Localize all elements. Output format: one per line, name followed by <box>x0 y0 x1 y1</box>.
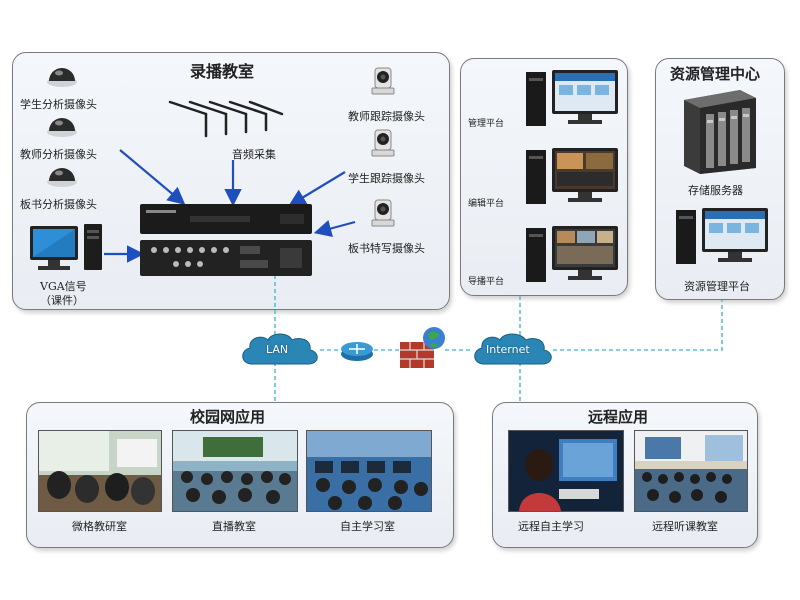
internet-cloud-icon <box>474 333 552 365</box>
microteaching-room-label: 微格教研室 <box>72 520 127 533</box>
microteaching-room-photo <box>38 430 162 512</box>
firewall-icon <box>400 327 445 368</box>
resource-center-title: 资源管理中心 <box>670 65 761 83</box>
ptz-camera-icon <box>371 199 395 227</box>
directing-platform-label: 导播平台 <box>468 277 505 287</box>
board-closeup-camera-label: 板书特写摄像头 <box>348 242 425 255</box>
dome-camera-icon <box>47 68 77 87</box>
teacher-tracking-camera-label: 教师跟踪摄像头 <box>348 110 425 123</box>
lan-cloud-icon <box>242 333 318 365</box>
ptz-camera-icon <box>371 129 395 157</box>
campus-apps-title: 校园网应用 <box>190 408 266 426</box>
arrow-analysis-cameras <box>119 149 186 205</box>
courseware-label: （课件） <box>40 294 84 307</box>
self-study-room-label: 自主学习室 <box>340 520 395 533</box>
dome-camera-icon <box>47 168 77 187</box>
remote-self-study-photo <box>508 430 624 512</box>
vga-signal-label: VGA信号 <box>40 280 87 293</box>
remote-lecture-classroom-photo <box>634 430 748 512</box>
storage-server-icon <box>684 90 756 174</box>
recording-room-title: 录播教室 <box>190 62 255 81</box>
internet-label: Internet <box>486 343 530 356</box>
teacher-analysis-camera-label: 教师分析摄像头 <box>20 148 97 161</box>
ptz-camera-icon <box>371 67 395 95</box>
audio-capture-label: 音频采集 <box>232 148 276 161</box>
workstation-icon <box>526 70 618 126</box>
storage-server-label: 存储服务器 <box>688 184 743 197</box>
workstation-icon <box>526 226 618 282</box>
student-analysis-camera-label: 学生分析摄像头 <box>20 98 97 111</box>
workstation-icon <box>676 208 768 264</box>
management-platform-label: 管理平台 <box>468 119 505 129</box>
student-tracking-camera-label: 学生跟踪摄像头 <box>348 172 425 185</box>
desktop-pc-icon <box>30 224 102 270</box>
remote-lecture-classroom-label: 远程听课教室 <box>652 520 718 533</box>
remote-self-study-label: 远程自主学习 <box>518 520 584 533</box>
arrow-closeup-camera <box>313 220 356 238</box>
dome-camera-icon <box>47 118 77 137</box>
router-icon <box>341 342 373 361</box>
live-classroom-photo <box>172 430 298 512</box>
board-analysis-camera-label: 板书分析摄像头 <box>20 198 97 211</box>
editing-platform-label: 编辑平台 <box>468 199 505 209</box>
resource-platform-label: 资源管理平台 <box>684 280 750 293</box>
live-classroom-label: 直播教室 <box>212 520 256 533</box>
remote-apps-title: 远程应用 <box>588 408 649 426</box>
microphone-array-icon <box>168 100 284 138</box>
arrow-tracking-cameras <box>288 171 346 207</box>
recorder-device <box>140 204 312 276</box>
lan-label: LAN <box>266 343 289 356</box>
link-internet-resource <box>553 300 723 351</box>
self-study-room-photo <box>306 430 432 512</box>
workstation-icon <box>526 148 618 204</box>
